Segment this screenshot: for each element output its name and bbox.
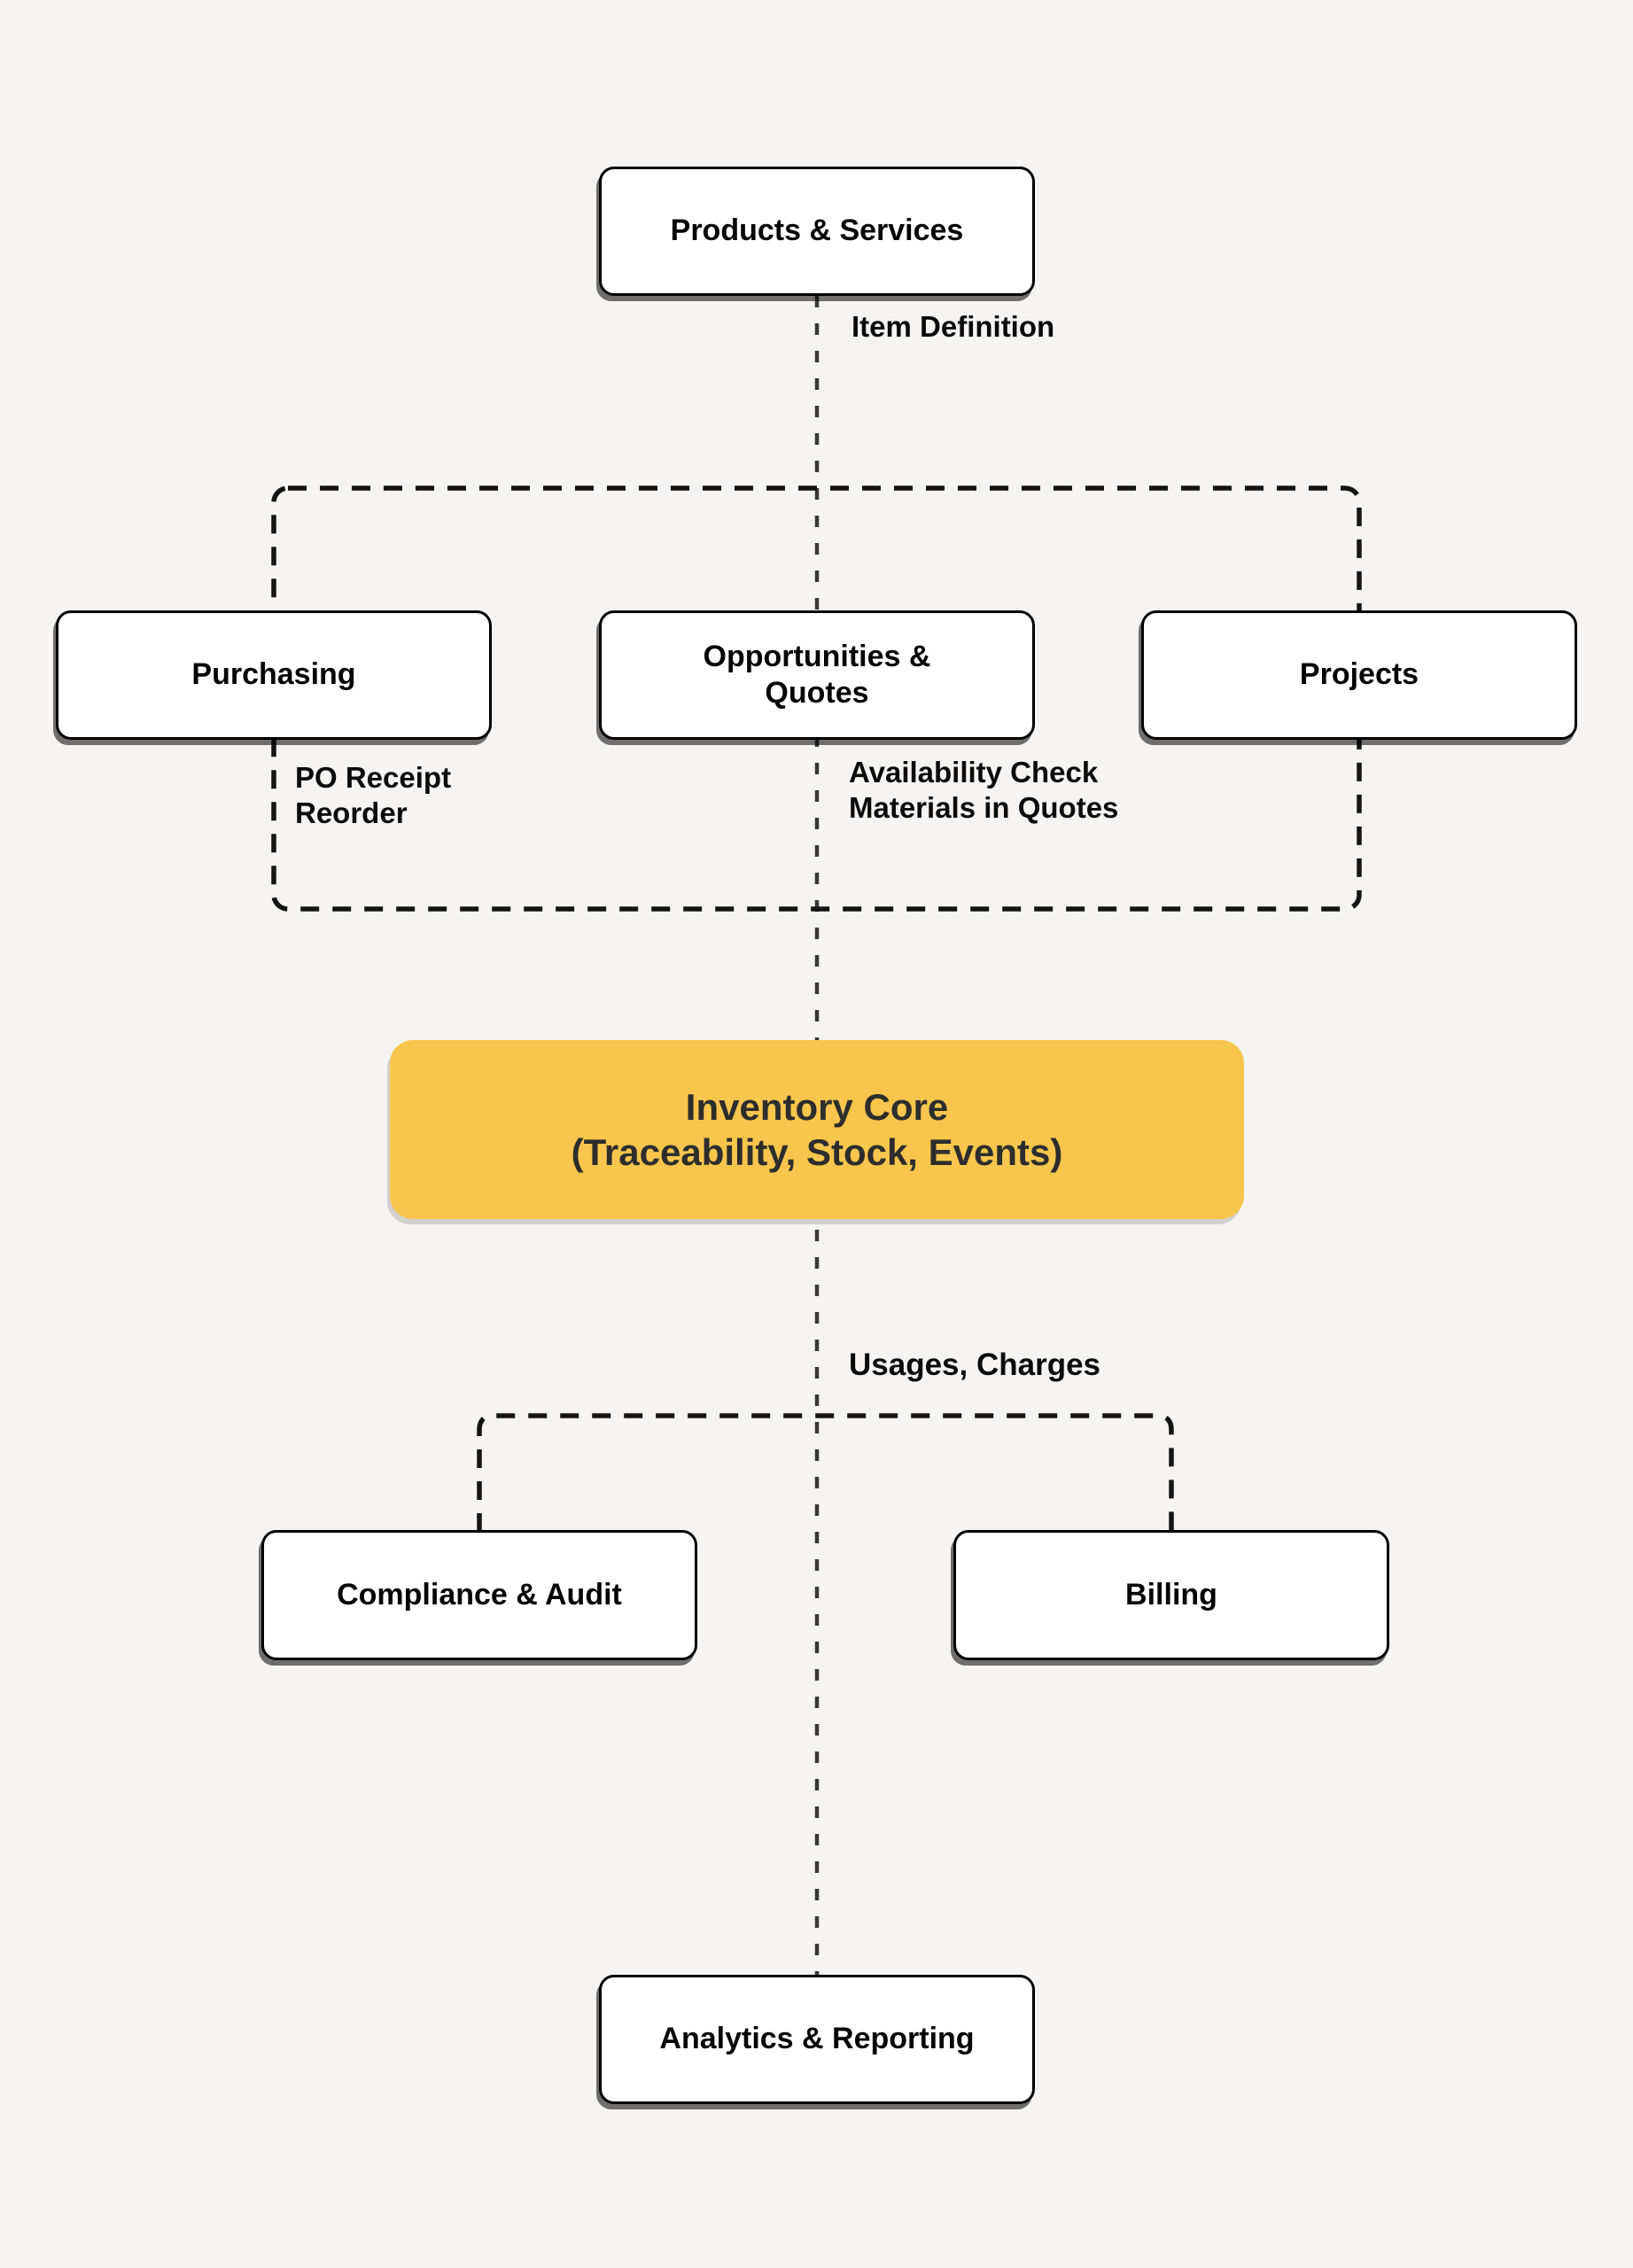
node-compliance-audit: Compliance & Audit: [261, 1530, 697, 1660]
node-billing: Billing: [953, 1530, 1389, 1660]
edge-label-availability-check: Availability Check Materials in Quotes: [849, 756, 1119, 824]
bus-frame: [271, 485, 1362, 912]
node-analytics-reporting: Analytics & Reporting: [599, 1975, 1035, 2104]
node-projects: Projects: [1141, 610, 1577, 740]
node-opportunities-quotes: Opportunities & Quotes: [599, 610, 1035, 740]
lower-bracket: [477, 1413, 1174, 1532]
edge-label-usages-charges: Usages, Charges: [849, 1348, 1101, 1382]
edge-label-item-definition: Item Definition: [851, 310, 1055, 343]
node-purchasing: Purchasing: [56, 610, 492, 740]
node-inventory-core-highlight: Inventory Core (Traceability, Stock, Eve…: [390, 1040, 1244, 1219]
edge-label-po-receipt-reorder: PO Receipt Reorder: [295, 761, 452, 829]
node-products-services: Products & Services: [599, 167, 1035, 296]
